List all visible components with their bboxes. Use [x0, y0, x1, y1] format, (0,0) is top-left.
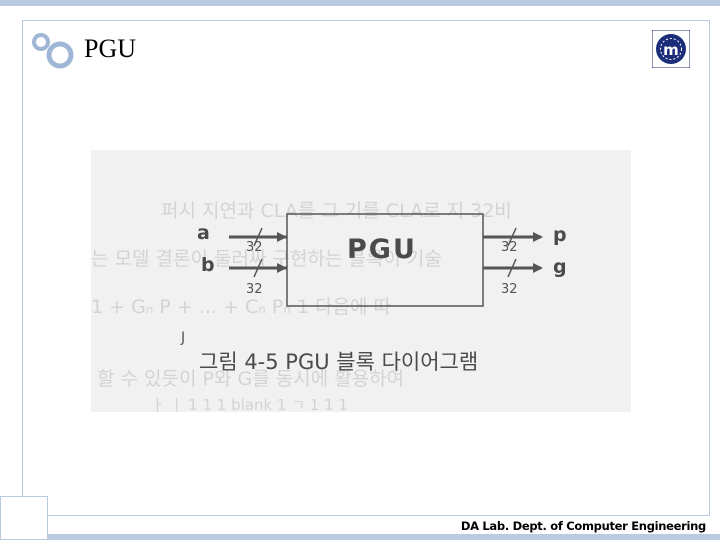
pgu-block-diagram: [229, 213, 543, 307]
bit-width-label: 32: [246, 282, 263, 297]
bleed-through-text: 는 모델 결론이 둘러싸 구현하는 블록이 기술: [91, 248, 442, 270]
corner-decoration: [0, 496, 48, 540]
slide-title: PGU: [84, 34, 137, 63]
footer-affiliation: DA Lab. Dept. of Computer Engineering: [460, 519, 706, 533]
bleed-through-text: 1 + Gₙ P + ... + Cₙ Pₙ 1 다음에 따: [91, 296, 392, 318]
slide-frame: [22, 20, 710, 516]
bleed-through-text: ㅏ ㅣ 1 1 1 blank 1 ㄱ 1 1 1: [151, 396, 348, 412]
bleed-through-text: 할 수 있듯이 P와 G를 동시에 활용하여: [97, 368, 405, 390]
stray-mark: J: [181, 330, 186, 346]
bottom-band: [0, 534, 720, 540]
bleed-through-text: 퍼시 지연과 CLA를 그 기를 CLA로 지 32비: [161, 200, 512, 222]
top-band: [0, 0, 720, 6]
scanned-figure: 퍼시 지연과 CLA를 그 기를 CLA로 지 32비 는 모델 결론이 둘러싸…: [91, 150, 631, 412]
input-label-a: a: [197, 222, 210, 244]
rings-logo-icon: [32, 33, 74, 69]
pgu-block-label: PGU: [347, 234, 417, 265]
input-label-b: b: [201, 254, 215, 276]
output-label-p: p: [553, 224, 567, 246]
figure-caption: 그림 4-5 PGU 블록 다이어그램: [199, 350, 479, 374]
bit-width-label: 32: [246, 240, 263, 255]
university-emblem-icon: m: [652, 30, 690, 68]
pgu-block: [286, 213, 484, 307]
emblem-letter: m: [663, 41, 679, 59]
bit-width-label: 32: [501, 282, 518, 297]
output-label-g: g: [553, 256, 567, 278]
bit-width-label: 32: [501, 240, 518, 255]
